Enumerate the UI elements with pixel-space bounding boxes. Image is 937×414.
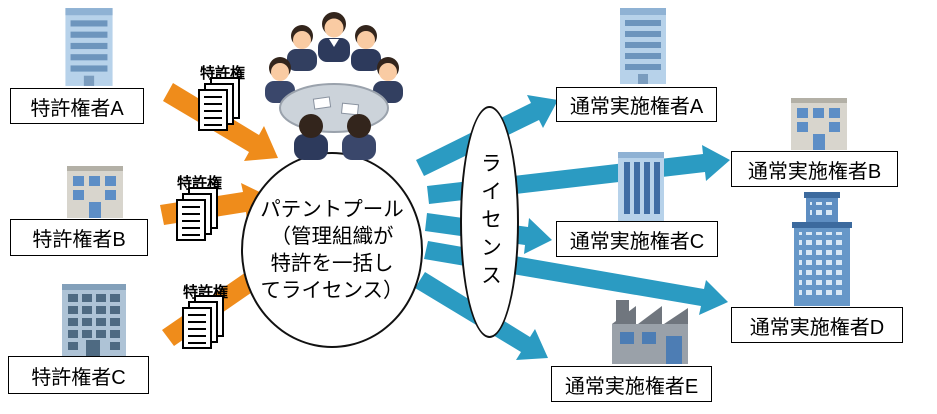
licensee-b-label: 通常実施権者B: [731, 151, 898, 187]
office-building-icon: [612, 150, 670, 222]
skyscraper-icon: [786, 190, 858, 308]
patent-documents-icon: [181, 294, 227, 354]
patent-holder-b-label: 特許権者B: [10, 219, 148, 256]
pool-text: パテントプール （管理組織が 特許を一括し てライセンス）: [243, 154, 421, 346]
pool-text-line4: てライセンス）: [260, 279, 404, 303]
factory-icon: [606, 296, 692, 368]
patent-pool-ellipse: パテントプール （管理組織が 特許を一括し てライセンス）: [241, 152, 423, 348]
pool-text-line3: 特許を一括し: [270, 252, 394, 275]
patent-documents-icon: [197, 76, 243, 136]
office-building-icon: [58, 160, 132, 220]
licensee-a-label: 通常実施権者A: [556, 87, 717, 122]
patent-documents-icon: [175, 186, 221, 246]
office-building-icon: [50, 6, 128, 88]
license-label: ライセンス: [478, 152, 502, 292]
license-ellipse: ライセンス: [460, 106, 519, 338]
licensee-e-label: 通常実施権者E: [551, 366, 712, 402]
office-building-icon: [788, 92, 850, 152]
patent-holder-c-label: 特許権者C: [8, 356, 149, 394]
patent-holder-a-label: 特許権者A: [10, 88, 144, 124]
meeting-people-illustration: [265, 12, 403, 160]
licensee-c-label: 通常実施権者C: [556, 221, 718, 257]
licensee-d-label: 通常実施権者D: [731, 307, 903, 343]
office-building-icon: [52, 282, 136, 356]
pool-text-line1: パテントプール: [260, 197, 404, 221]
office-building-icon: [612, 6, 674, 86]
pool-text-line2: （管理組織が: [270, 224, 394, 248]
